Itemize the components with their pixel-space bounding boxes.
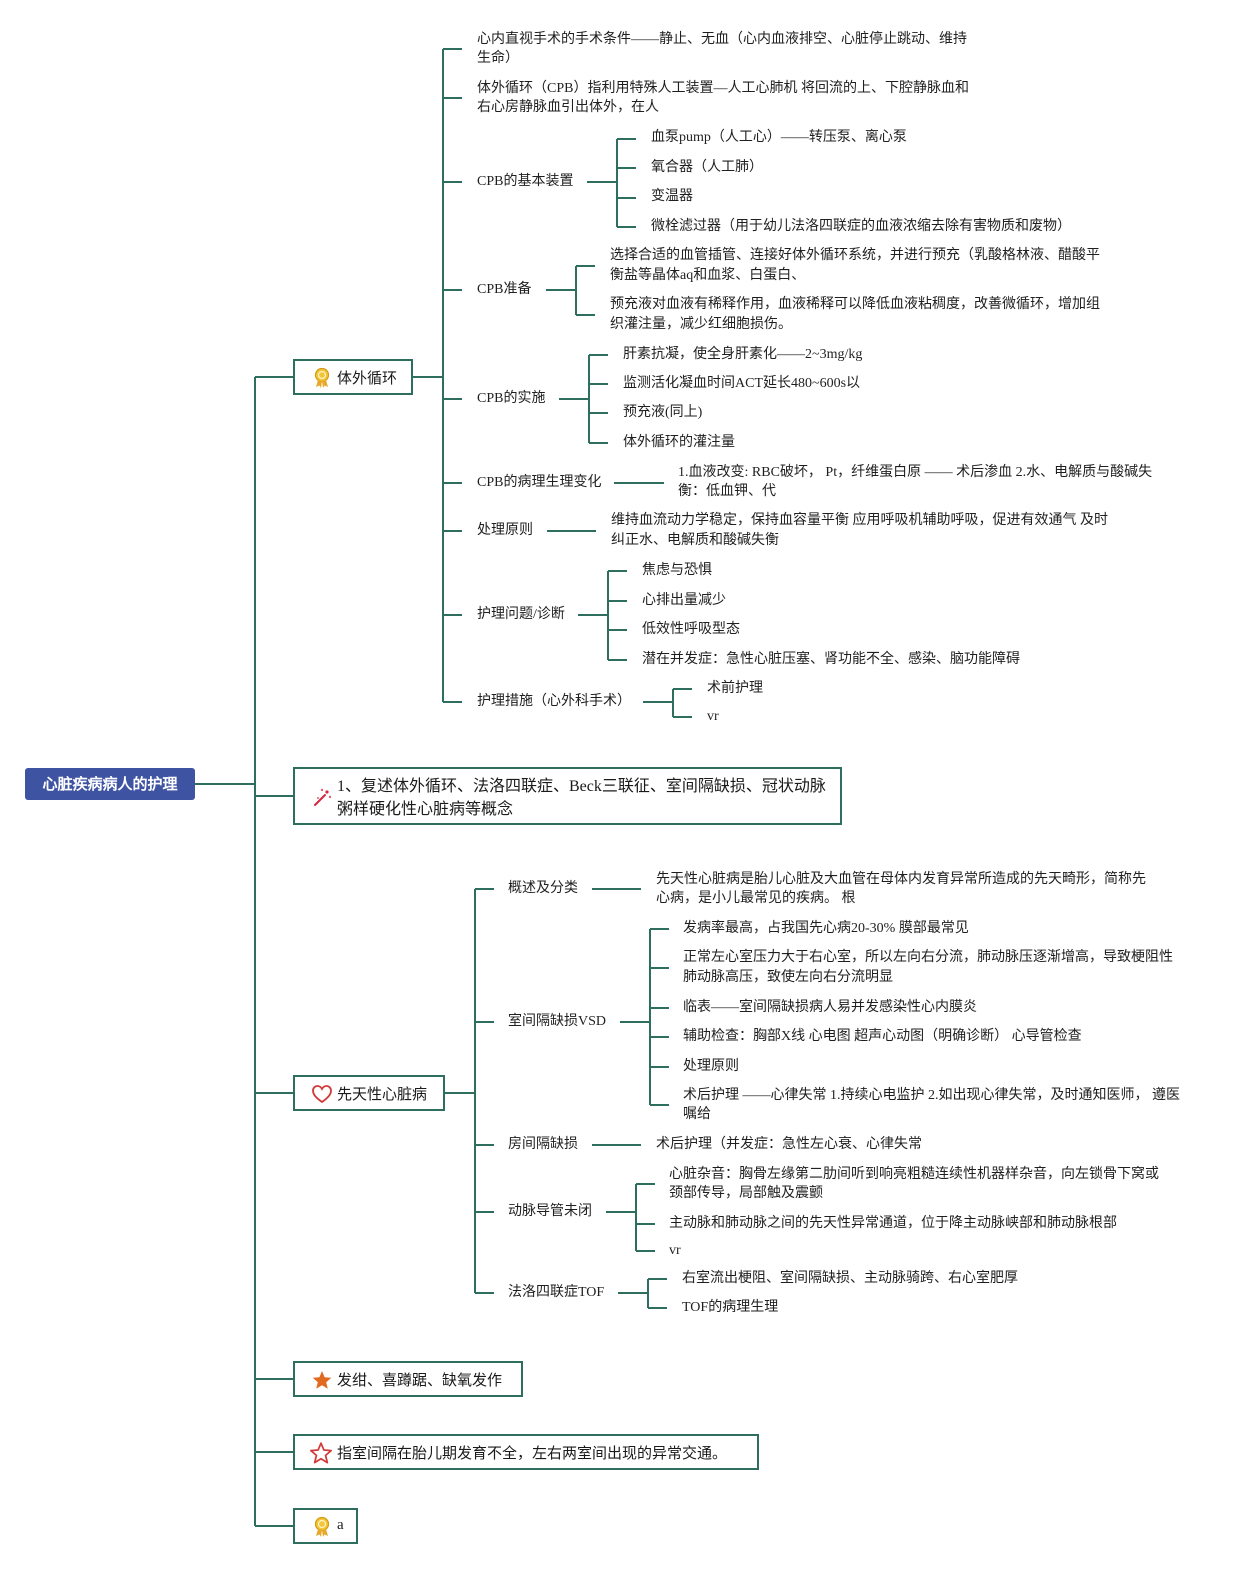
cpb-definition1-line1: 心内直视手术的手术条件——静止、无血（心内血液排空、心脏停止跳动、维持 — [477, 32, 967, 47]
cpb-principle-line1: 维持血流动力学稳定，保持血容量平衡 应用呼吸机辅助呼吸，促进有效通气 及时 — [611, 513, 1108, 528]
cpb-problem-item: 心排出量减少 — [642, 593, 726, 608]
review-line-2: 粥样硬化性心脏病等概念 — [337, 801, 514, 818]
topic-vsd-definition[interactable]: 指室间隔在胎儿期发育不全，左右两室间出现的异常交通。 — [293, 1434, 759, 1470]
chd-pda-item: 主动脉和肺动脉之间的先天性异常通道，位于降主动脉峡部和肺动脉根部 — [669, 1216, 1117, 1231]
cpb-device-item: 血泵pump（人工心）——转压泵、离心泵 — [651, 130, 907, 145]
cpb-measures-label[interactable]: 护理措施（心外科手术） — [477, 694, 631, 709]
heart-outline-icon — [312, 1085, 332, 1104]
cpb-prep-item2-line2: 织灌注量，减少红细胞损伤。 — [610, 317, 792, 332]
topic-cpb[interactable]: 体外循环 — [293, 359, 413, 395]
chd-overview-label[interactable]: 概述及分类 — [508, 881, 578, 896]
cpb-device-item: 氧合器（人工肺） — [651, 160, 763, 175]
cpb-devices-label[interactable]: CPB的基本装置 — [477, 174, 574, 189]
cpb-device-item: 变温器 — [651, 189, 693, 204]
cpb-impl-item: 肝素抗凝，使全身肝素化——2~3mg/kg — [623, 347, 863, 362]
topic-a-title: a — [337, 1517, 344, 1533]
cpb-prep-item2-line1: 预充液对血液有稀释作用，血液稀释可以降低血液粘稠度，改善微循环，增加组 — [610, 297, 1100, 312]
topic-cyanosis-title: 发绀、喜蹲踞、缺氧发作 — [337, 1371, 503, 1389]
cpb-problem-item: 焦虑与恐惧 — [642, 563, 712, 578]
topic-review[interactable]: 1、复述体外循环、法洛四联症、Beck三联征、室间隔缺损、冠状动脉 粥样硬化性心… — [293, 767, 842, 825]
review-line-1: 1、复述体外循环、法洛四联症、Beck三联征、室间隔缺损、冠状动脉 — [337, 778, 826, 795]
cpb-patho-line1: 1.血液改变: RBC破坏， Pt，纤维蛋白原 —— 术后渗血 2.水、电解质与… — [678, 465, 1153, 480]
topic-vsd-definition-title: 指室间隔在胎儿期发育不全，左右两室间出现的异常交通。 — [337, 1444, 728, 1462]
cpb-impl-label[interactable]: CPB的实施 — [477, 391, 546, 406]
topic-cyanosis[interactable]: 发绀、喜蹲踞、缺氧发作 — [293, 1361, 523, 1397]
chd-overview-line1: 先天性心脏病是胎儿心脏及大血管在母体内发育异常所造成的先天畸形，简称先 — [656, 872, 1146, 887]
cpb-problem-item: 低效性呼吸型态 — [642, 622, 740, 637]
cpb-problem-item: 潜在并发症：急性心脏压塞、肾功能不全、感染、脑功能障碍 — [642, 652, 1020, 667]
cpb-device-item: 微栓滤过器（用于幼儿法洛四联症的血液浓缩去除有害物质和废物） — [651, 219, 1071, 234]
topic-chd-title: 先天性心脏病 — [337, 1085, 428, 1103]
cpb-problems-label[interactable]: 护理问题/诊断 — [477, 607, 565, 622]
cpb-impl-item: 预充液(同上) — [623, 405, 703, 420]
chd-pda-item: 心脏杂音：胸骨左缘第二肋间听到响亮粗糙连续性机器样杂音，向左锁骨下窝或 — [669, 1167, 1159, 1182]
topic-a[interactable]: a — [293, 1508, 358, 1544]
cpb-impl-item: 监测活化凝血时间ACT延长480~600s以 — [623, 376, 861, 391]
chd-tof-label[interactable]: 法洛四联症TOF — [508, 1285, 605, 1300]
cpb-principle-label[interactable]: 处理原则 — [477, 523, 533, 538]
cpb-definition2-line2: 右心房静脉血引出体外，在人 — [477, 100, 659, 115]
cpb-definition2-line1: 体外循环（CPB）指利用特殊人工装置—人工心肺机 将回流的上、下腔静脉血和 — [477, 81, 969, 96]
cpb-prep-item1-line2: 衡盐等晶体aq和血浆、白蛋白、 — [610, 268, 806, 283]
chd-vsd-item: 发病率最高，占我国先心病20-30% 膜部最常见 — [683, 921, 969, 936]
cpb-principle-line2: 纠正水、电解质和酸碱失衡 — [611, 533, 779, 548]
cpb-prep-label[interactable]: CPB准备 — [477, 282, 532, 297]
cpb-patho-label[interactable]: CPB的病理生理变化 — [477, 475, 602, 490]
chd-tof-item: 右室流出梗阻、室间隔缺损、主动脉骑跨、右心室肥厚 — [682, 1271, 1018, 1286]
topic-chd[interactable]: 先天性心脏病 — [293, 1075, 445, 1111]
star-filled-icon — [312, 1371, 332, 1389]
ribbon-badge-icon — [314, 1516, 330, 1537]
chd-vsd-label[interactable]: 室间隔缺损VSD — [508, 1014, 607, 1029]
chd-asd-label[interactable]: 房间隔缺损 — [508, 1137, 578, 1152]
root-topic[interactable]: 心脏疾病病人的护理 — [25, 768, 195, 800]
cpb-impl-item: 体外循环的灌注量 — [623, 435, 735, 450]
topic-cpb-title: 体外循环 — [337, 369, 398, 387]
cpb-prep-item1-line1: 选择合适的血管插管、连接好体外循环系统，并进行预充（乳酸格林液、醋酸平 — [610, 248, 1100, 263]
cpb-measure-item: vr — [707, 709, 719, 724]
chd-vsd-item: 临表——室间隔缺损病人易并发感染性心内膜炎 — [683, 1000, 977, 1015]
chd-asd-text: 术后护理（并发症：急性左心衰、心律失常 — [656, 1137, 922, 1152]
chd-vsd-item: 嘱给 — [683, 1107, 711, 1122]
sparkle-wand-icon — [314, 788, 332, 806]
ribbon-badge-icon — [314, 367, 330, 388]
chd-vsd-item: 处理原则 — [683, 1059, 739, 1074]
chd-vsd-item: 正常左心室压力大于右心室，所以左向右分流，肺动脉压逐渐增高，导致梗阻性 — [683, 950, 1173, 965]
star-outline-icon — [309, 1442, 333, 1464]
chd-vsd-item: 肺动脉高压，致使左向右分流明显 — [683, 970, 893, 985]
chd-vsd-item: 辅助检查：胸部X线 心电图 超声心动图（明确诊断） 心导管检查 — [683, 1029, 1082, 1044]
chd-overview-line2: 心病，是小儿最常见的疾病。 根 — [656, 891, 856, 906]
cpb-measure-item: 术前护理 — [707, 681, 763, 696]
chd-pda-item: 颈部传导，局部触及震颤 — [669, 1186, 823, 1201]
chd-pda-item: vr — [669, 1243, 681, 1258]
cpb-patho-line2: 衡：低血钾、代 — [678, 484, 776, 499]
chd-pda-label[interactable]: 动脉导管未闭 — [508, 1204, 592, 1219]
chd-vsd-item: 术后护理 ——心律失常 1.持续心电监护 2.如出现心律失常，及时通知医师， 遵… — [683, 1088, 1180, 1103]
chd-tof-item: TOF的病理生理 — [682, 1300, 779, 1315]
cpb-definition1-line2: 生命） — [477, 51, 519, 66]
